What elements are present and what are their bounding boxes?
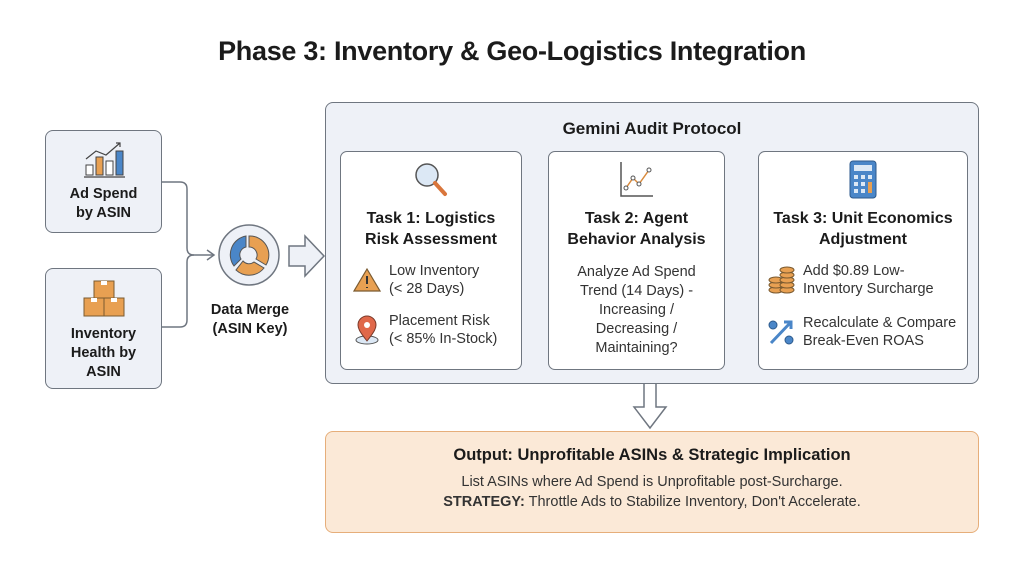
task-item: Add $0.89 Low- Inventory Surcharge [767,262,934,298]
item-line: Inventory Surcharge [803,281,934,297]
output-box: Output: Unprofitable ASINs & Strategic I… [325,431,979,533]
item-line: Low Inventory [389,263,480,279]
item-line: (< 28 Days) [389,281,465,297]
desc-line: Maintaining? [595,340,678,356]
percent-icon [768,320,794,345]
block-arrow-down [632,384,668,430]
connector-ad-spend [162,181,213,256]
source-label: Health by [70,345,137,361]
donut-chart-icon [218,224,280,286]
warning-icon [353,267,381,292]
task-item: Low Inventory (< 28 Days) [353,262,479,298]
source-ad-spend: Ad Spend by ASIN [45,130,162,233]
task-title-line: Risk Assessment [365,231,497,248]
page-title: Phase 3: Inventory & Geo-Logistics Integ… [218,36,806,66]
output-line: List ASINs where Ad Spend is Unprofitabl… [461,474,843,490]
connector-inventory [162,254,195,328]
boxes-icon [83,280,124,317]
bar-chart-icon [83,142,125,178]
task-item: Placement Risk (< 85% In-Stock) [353,312,497,348]
desc-line: Analyze Ad Spend [577,264,696,280]
calculator-icon [849,160,877,199]
item-line: (< 85% In-Stock) [389,331,498,347]
coins-icon [768,266,795,294]
arrowhead [206,249,216,261]
block-arrow-right [288,234,326,278]
source-inventory-health: Inventory Health by ASIN [45,268,162,389]
task-title-line: Adjustment [819,231,907,248]
location-pin-icon [355,315,379,345]
item-line: Placement Risk [389,313,490,329]
merge-label-line: Data Merge [210,302,290,318]
source-label: Inventory [70,326,137,342]
desc-line: Increasing / [599,302,674,318]
source-label: by ASIN [75,205,132,221]
item-line: Add $0.89 Low- [803,263,905,279]
merge-label: Data Merge (ASIN Key) [205,301,295,339]
task-title-line: Task 1: Logistics [366,210,496,227]
output-strategy: STRATEGY: Throttle Ads to Stabilize Inve… [326,494,978,510]
task-title-line: Task 2: Agent [584,210,689,227]
magnifier-icon [415,163,447,196]
strategy-label: STRATEGY: [443,494,525,510]
source-label: ASIN [86,364,121,380]
desc-line: Decreasing / [595,321,678,337]
output-title: Output: Unprofitable ASINs & Strategic I… [453,446,851,464]
source-label: Ad Spend [69,186,138,202]
desc-line: Trend (14 Days) - [579,283,694,299]
item-line: Recalculate & Compare [803,315,957,331]
task-title-line: Behavior Analysis [567,231,706,248]
task-description: Analyze Ad Spend Trend (14 Days) - Incre… [549,263,724,358]
panel-title: Gemini Audit Protocol [562,119,742,138]
line-chart-icon [619,162,653,197]
task-title-line: Task 3: Unit Economics [773,210,953,227]
merge-label-line: (ASIN Key) [212,321,288,337]
strategy-text: Throttle Ads to Stabilize Inventory, Don… [524,494,861,510]
item-line: Break-Even ROAS [803,333,924,349]
